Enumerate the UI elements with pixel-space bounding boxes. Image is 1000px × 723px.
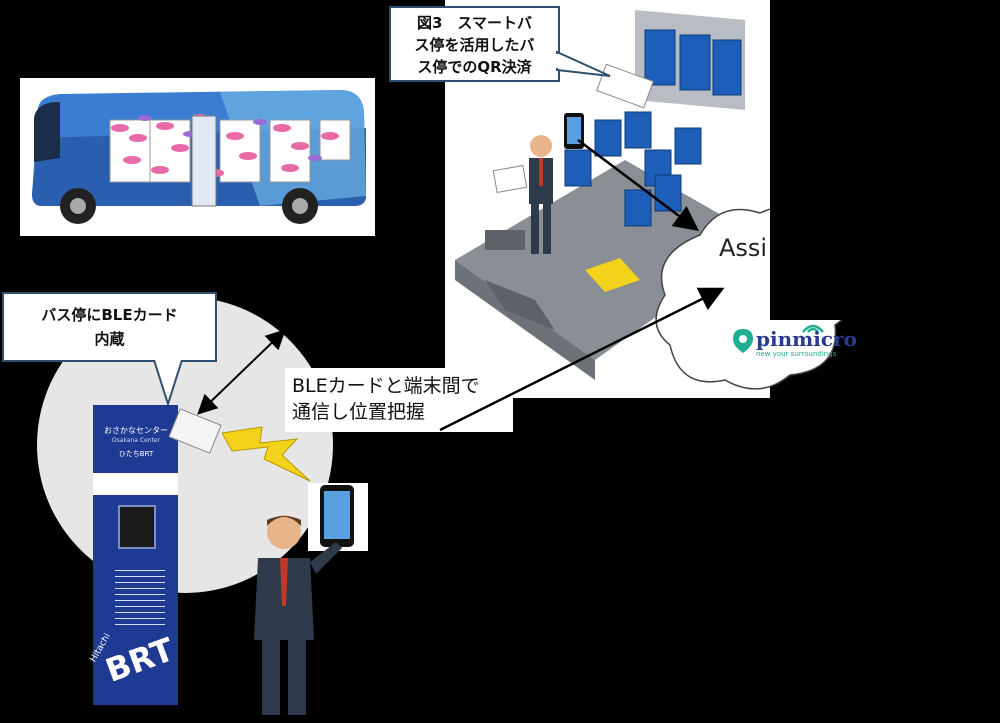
lightning-icon <box>222 426 311 482</box>
bus-stop-white-band <box>93 473 178 495</box>
arrow-ble-card-to-range <box>197 329 286 415</box>
phone-panel <box>308 483 368 551</box>
bus-image-panel <box>20 78 375 236</box>
bus-stop-display <box>118 505 156 549</box>
figure-title-callout: 図3 スマートバ ス停を活用したバ ス停でのQR決済 <box>389 6 560 82</box>
ble-card-callout: バス停にBLEカード 内蔵 <box>2 292 217 362</box>
cloud-text: Assi <box>719 235 768 261</box>
bus-stop-brand: ひたちBRT <box>118 450 154 458</box>
ble-callout-pointer <box>153 358 183 408</box>
comm-label-panel <box>285 368 513 432</box>
comm-label: BLEカードと端末間で 通信し位置把握 <box>292 373 512 425</box>
ble-callout-line-1: バス停にBLEカード <box>41 306 178 324</box>
pinmicro-tagline: new your surroundings <box>756 350 837 358</box>
right-black-area <box>770 200 1000 320</box>
figure-title-line-3: ス停でのQR決済 <box>417 58 532 76</box>
bus-stop-title: おさかなセンター <box>104 426 168 435</box>
bus-stop-timetable <box>115 565 165 625</box>
comm-label-line-2: 通信し位置把握 <box>292 401 426 423</box>
bus-interior-illustration <box>455 10 765 380</box>
signal-icon <box>802 324 824 333</box>
figure-title-callout-pointer <box>555 50 611 77</box>
figure-title-line-1: 図3 スマートバ <box>417 14 532 32</box>
pinmicro-logo-text: pinmicro <box>756 327 857 351</box>
bus-stop-sign: おさかなセンター Osakana Center ひたちBRT Hitachi B… <box>89 405 179 705</box>
comm-label-line-1: BLEカードと端末間で <box>292 375 480 397</box>
ble-card <box>168 408 222 454</box>
pinmicro-logo: pinmicro new your surroundings <box>732 324 857 362</box>
figure-title-line-2: ス停を活用したバ <box>414 36 535 54</box>
person-illustration <box>254 515 342 715</box>
arrow-phone-to-cloud <box>577 139 699 232</box>
location-pin-icon <box>733 329 753 353</box>
bus-stop-subtitle: Osakana Center <box>111 437 161 444</box>
bus-illustration <box>32 90 366 224</box>
arrow-label-to-cloud <box>439 287 725 432</box>
ble-callout-line-2: 内蔵 <box>94 330 125 348</box>
smartphone-icon <box>320 485 354 547</box>
